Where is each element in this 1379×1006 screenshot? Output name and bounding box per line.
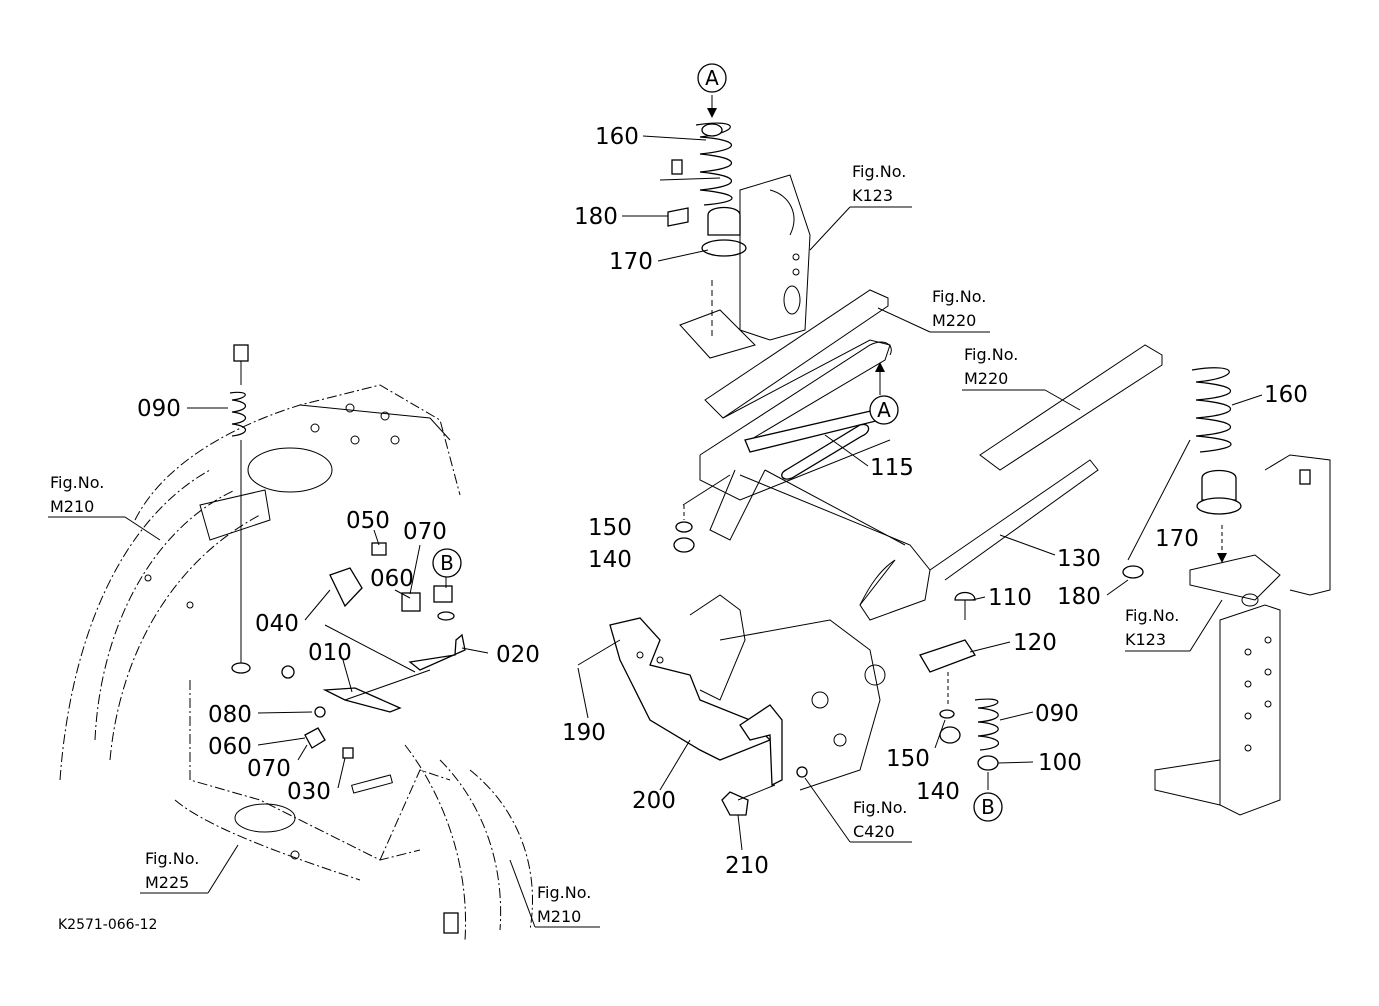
fig-number: M220: [932, 311, 976, 330]
drawing-reference: K2571-066-12: [58, 917, 157, 933]
part-150-low: 150: [886, 746, 930, 772]
part-130: 130: [1057, 546, 1101, 572]
fig-number: M220: [964, 369, 1008, 388]
fig-label: Fig.No.: [537, 883, 591, 902]
part-180-right: 180: [1057, 584, 1101, 610]
left-linkage-parts: [281, 542, 466, 759]
fig-ref-m225: Fig.No. M225: [145, 849, 199, 892]
fig-number: K123: [1125, 630, 1166, 649]
callout-a-top: A: [697, 63, 727, 93]
top-seat-spring: [659, 122, 747, 257]
part-020: 020: [496, 642, 540, 668]
fig-ref-k123-top: Fig.No. K123: [852, 162, 906, 205]
part-040: 040: [255, 611, 299, 637]
fig-ref-m210-bottom: Fig.No. M210: [537, 883, 591, 926]
left-fender-assembly: [59, 384, 533, 941]
part-190: 190: [562, 720, 606, 746]
part-100: 100: [1038, 750, 1082, 776]
part-140-low: 140: [916, 779, 960, 805]
part-number-labels: 160 180 170 115 150 140 130 160 170 180 …: [137, 124, 1308, 879]
part-160-top: 160: [595, 124, 639, 150]
callout-a-mid: A: [869, 395, 899, 425]
lower-center-assembly: [577, 594, 886, 816]
part-070-low: 070: [247, 756, 291, 782]
part-170-right: 170: [1155, 526, 1199, 552]
fig-label: Fig.No.: [964, 345, 1018, 364]
callout-a-mid-label: A: [877, 398, 891, 422]
part-090-left: 090: [137, 396, 181, 422]
fig-label: Fig.No.: [50, 473, 104, 492]
fig-ref-m220-b: Fig.No. M220: [964, 345, 1018, 388]
part-150-mid: 150: [588, 515, 632, 541]
left-spring-090: [229, 344, 251, 674]
right-bracket-k123: [1154, 454, 1331, 816]
part-140-mid: 140: [588, 547, 632, 573]
right-seat-spring: [1122, 367, 1242, 579]
part-210: 210: [725, 853, 769, 879]
fig-label: Fig.No.: [853, 798, 907, 817]
part-110: 110: [988, 585, 1032, 611]
fig-number: C420: [853, 822, 895, 841]
part-080: 080: [208, 702, 252, 728]
fig-ref-k123-right: Fig.No. K123: [1125, 606, 1179, 649]
fig-label: Fig.No.: [932, 287, 986, 306]
fig-number: K123: [852, 186, 893, 205]
part-115: 115: [870, 455, 914, 481]
fig-label: Fig.No.: [1125, 606, 1179, 625]
callout-b-left: B: [432, 548, 462, 578]
callout-b-left-label: B: [440, 551, 454, 575]
fig-ref-m210-left: Fig.No. M210: [50, 473, 104, 516]
mid-washers: [673, 505, 695, 553]
fig-ref-m220-a: Fig.No. M220: [932, 287, 986, 330]
part-120: 120: [1013, 630, 1057, 656]
fig-label: Fig.No.: [852, 162, 906, 181]
part-030: 030: [287, 779, 331, 805]
seat-frame: [699, 289, 1163, 621]
figure-references: Fig.No. K123 Fig.No. M220 Fig.No. M220 F…: [50, 162, 1179, 926]
callout-b-low: B: [973, 792, 1003, 822]
fig-number: M210: [50, 497, 94, 516]
part-090-right: 090: [1035, 701, 1079, 727]
lower-right-parts: [919, 591, 1000, 771]
leader-lines: [48, 95, 1263, 934]
fig-ref-c420: Fig.No. C420: [853, 798, 907, 841]
fig-label: Fig.No.: [145, 849, 199, 868]
part-200: 200: [632, 788, 676, 814]
callout-b-low-label: B: [981, 795, 995, 819]
part-060-top: 060: [370, 566, 414, 592]
part-160-right: 160: [1264, 382, 1308, 408]
part-050: 050: [346, 508, 390, 534]
part-010: 010: [308, 640, 352, 666]
fig-number: M225: [145, 873, 189, 892]
callout-a-top-label: A: [705, 66, 719, 90]
part-060-low: 060: [208, 734, 252, 760]
part-180-top: 180: [574, 204, 618, 230]
top-bracket-k123: [679, 174, 811, 359]
fig-number: M210: [537, 907, 581, 926]
part-170-top: 170: [609, 249, 653, 275]
part-070-top: 070: [403, 519, 447, 545]
